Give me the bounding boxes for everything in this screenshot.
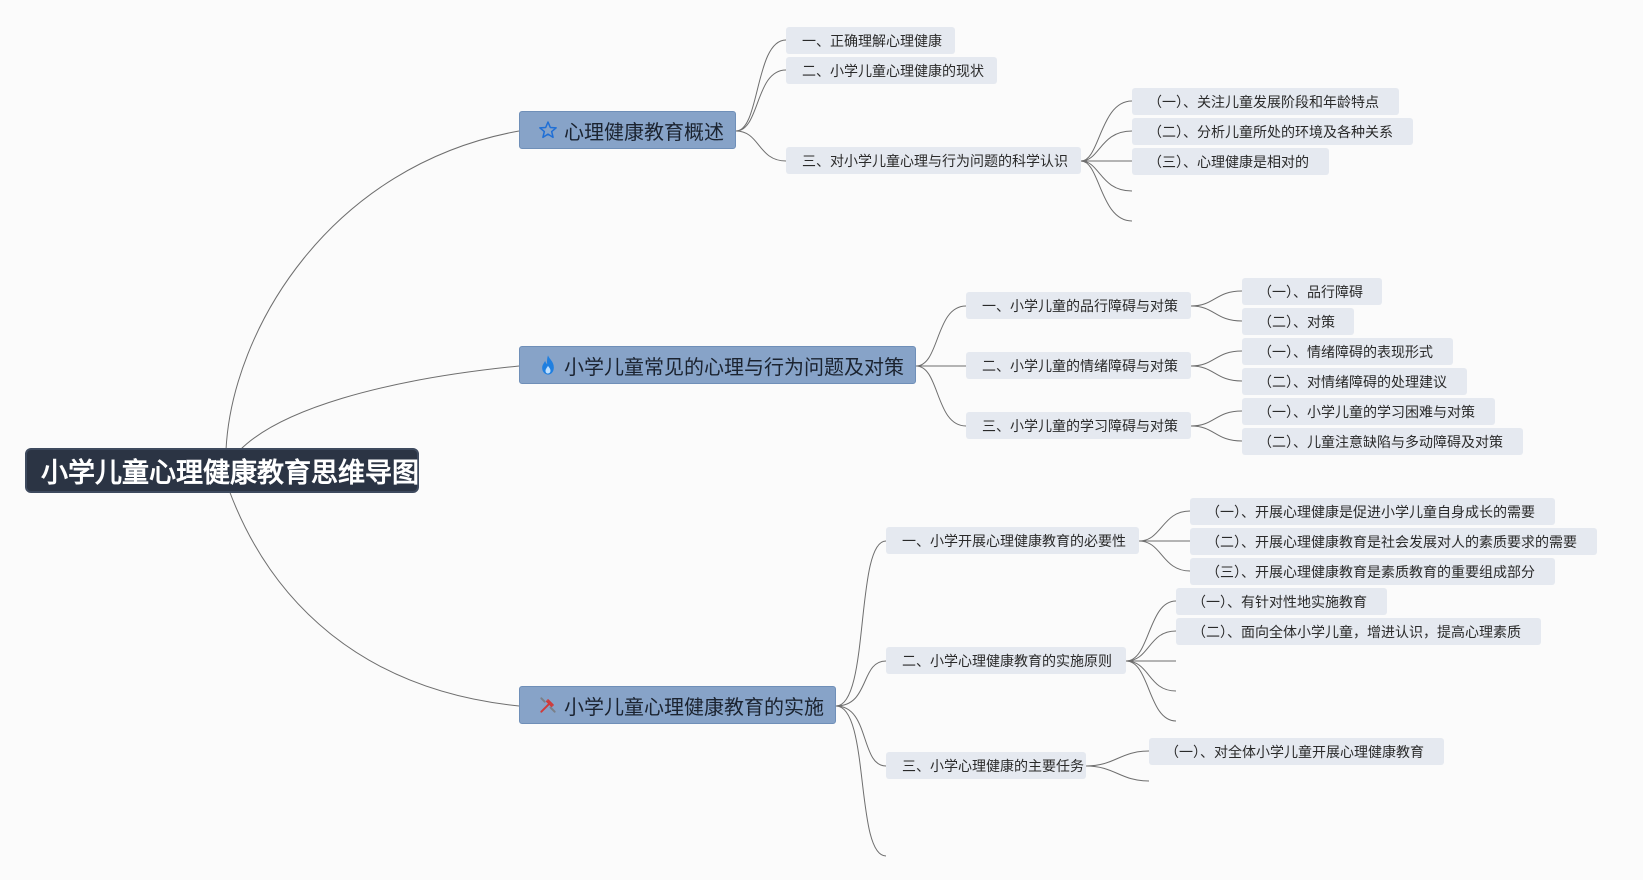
branch-label: 小学儿童常见的心理与行为问题及对策 bbox=[564, 354, 904, 379]
subtopic-adhd[interactable]: （二）、儿童注意缺陷与多动障碍及对策 bbox=[1242, 428, 1523, 455]
topic-label: 二、小学儿童的情绪障碍与对策 bbox=[982, 358, 1178, 375]
subtopic-environment-relations[interactable]: （二）、分析儿童所处的环境及各种关系 bbox=[1132, 118, 1413, 145]
subtopic-development-stage[interactable]: （一）、关注儿童发展阶段和年龄特点 bbox=[1132, 88, 1399, 115]
root-title: 小学儿童心理健康教育思维导图 bbox=[41, 458, 419, 489]
branch-overview[interactable]: 心理健康教育概述 bbox=[519, 111, 736, 149]
branch-label: 小学儿童心理健康教育的实施 bbox=[564, 694, 824, 719]
subtopic-label: （一）、开展心理健康是促进小学儿童自身成长的需要 bbox=[1206, 504, 1535, 521]
topic-label: 一、正确理解心理健康 bbox=[802, 33, 942, 50]
topic-label: 二、小学儿童心理健康的现状 bbox=[802, 63, 984, 80]
topic-conduct-disorder[interactable]: 一、小学儿童的品行障碍与对策 bbox=[966, 292, 1191, 319]
branch-label: 心理健康教育概述 bbox=[564, 119, 724, 144]
subtopic-label: （二）、分析儿童所处的环境及各种关系 bbox=[1148, 124, 1393, 141]
subtopic-label: （二）、儿童注意缺陷与多动障碍及对策 bbox=[1258, 434, 1503, 451]
topic-scientific-understanding[interactable]: 三、对小学儿童心理与行为问题的科学认识 bbox=[786, 147, 1081, 174]
topic-label: 三、小学儿童的学习障碍与对策 bbox=[982, 418, 1178, 435]
tools-icon bbox=[536, 693, 560, 717]
subtopic-label: （一）、有针对性地实施教育 bbox=[1192, 594, 1367, 611]
branch-problems-and-countermeasures[interactable]: 小学儿童常见的心理与行为问题及对策 bbox=[519, 346, 916, 384]
topic-learning-disorder[interactable]: 三、小学儿童的学习障碍与对策 bbox=[966, 412, 1191, 439]
subtopic-label: （二）、对策 bbox=[1258, 314, 1335, 331]
subtopic-self-growth[interactable]: （一）、开展心理健康是促进小学儿童自身成长的需要 bbox=[1190, 498, 1555, 525]
subtopic-targeted-education[interactable]: （一）、有针对性地实施教育 bbox=[1176, 588, 1387, 615]
subtopic-learning-difficulty[interactable]: （一）、小学儿童的学习困难与对策 bbox=[1242, 398, 1495, 425]
subtopic-quality-education[interactable]: （三）、开展心理健康教育是素质教育的重要组成部分 bbox=[1190, 558, 1555, 585]
subtopic-label: （一）、品行障碍 bbox=[1258, 284, 1363, 301]
topic-label: 一、小学儿童的品行障碍与对策 bbox=[982, 298, 1178, 315]
topic-label: 三、小学心理健康的主要任务 bbox=[902, 758, 1084, 775]
subtopic-label: （二）、对情绪障碍的处理建议 bbox=[1258, 374, 1447, 391]
topic-label: 二、小学心理健康教育的实施原则 bbox=[902, 653, 1112, 670]
branch-implementation[interactable]: 小学儿童心理健康教育的实施 bbox=[519, 686, 836, 724]
flame-icon bbox=[536, 353, 560, 377]
subtopic-social-requirement[interactable]: （二）、开展心理健康教育是社会发展对人的素质要求的需要 bbox=[1190, 528, 1597, 555]
topic-emotional-disorder[interactable]: 二、小学儿童的情绪障碍与对策 bbox=[966, 352, 1191, 379]
topic-current-status[interactable]: 二、小学儿童心理健康的现状 bbox=[786, 57, 997, 84]
root-topic[interactable]: 小学儿童心理健康教育思维导图 bbox=[25, 448, 419, 493]
topic-label: 三、对小学儿童心理与行为问题的科学认识 bbox=[802, 153, 1068, 170]
subtopic-label: （一）、关注儿童发展阶段和年龄特点 bbox=[1148, 94, 1379, 111]
subtopic-conduct-disorder[interactable]: （一）、品行障碍 bbox=[1242, 278, 1382, 305]
subtopic-label: （一）、小学儿童的学习困难与对策 bbox=[1258, 404, 1475, 421]
topic-label: 一、小学开展心理健康教育的必要性 bbox=[902, 533, 1126, 550]
subtopic-emotion-advice[interactable]: （二）、对情绪障碍的处理建议 bbox=[1242, 368, 1467, 395]
subtopic-countermeasure[interactable]: （二）、对策 bbox=[1242, 308, 1354, 335]
subtopic-label: （二）、开展心理健康教育是社会发展对人的素质要求的需要 bbox=[1206, 534, 1577, 551]
subtopic-relative-health[interactable]: （三）、心理健康是相对的 bbox=[1132, 148, 1329, 175]
subtopic-all-children-education[interactable]: （一）、对全体小学儿童开展心理健康教育 bbox=[1149, 738, 1444, 765]
topic-necessity[interactable]: 一、小学开展心理健康教育的必要性 bbox=[886, 527, 1139, 554]
star-icon bbox=[536, 118, 560, 142]
subtopic-label: （二）、面向全体小学儿童，增进认识，提高心理素质 bbox=[1192, 624, 1521, 641]
topic-main-tasks[interactable]: 三、小学心理健康的主要任务 bbox=[886, 752, 1086, 779]
subtopic-label: （一）、对全体小学儿童开展心理健康教育 bbox=[1165, 744, 1424, 761]
subtopic-label: （一）、情绪障碍的表现形式 bbox=[1258, 344, 1433, 361]
subtopic-all-students[interactable]: （二）、面向全体小学儿童，增进认识，提高心理素质 bbox=[1176, 618, 1541, 645]
subtopic-label: （三）、开展心理健康教育是素质教育的重要组成部分 bbox=[1206, 564, 1535, 581]
topic-principles[interactable]: 二、小学心理健康教育的实施原则 bbox=[886, 647, 1126, 674]
topic-understanding-mental-health[interactable]: 一、正确理解心理健康 bbox=[786, 27, 955, 54]
subtopic-label: （三）、心理健康是相对的 bbox=[1148, 154, 1309, 171]
subtopic-emotion-forms[interactable]: （一）、情绪障碍的表现形式 bbox=[1242, 338, 1453, 365]
